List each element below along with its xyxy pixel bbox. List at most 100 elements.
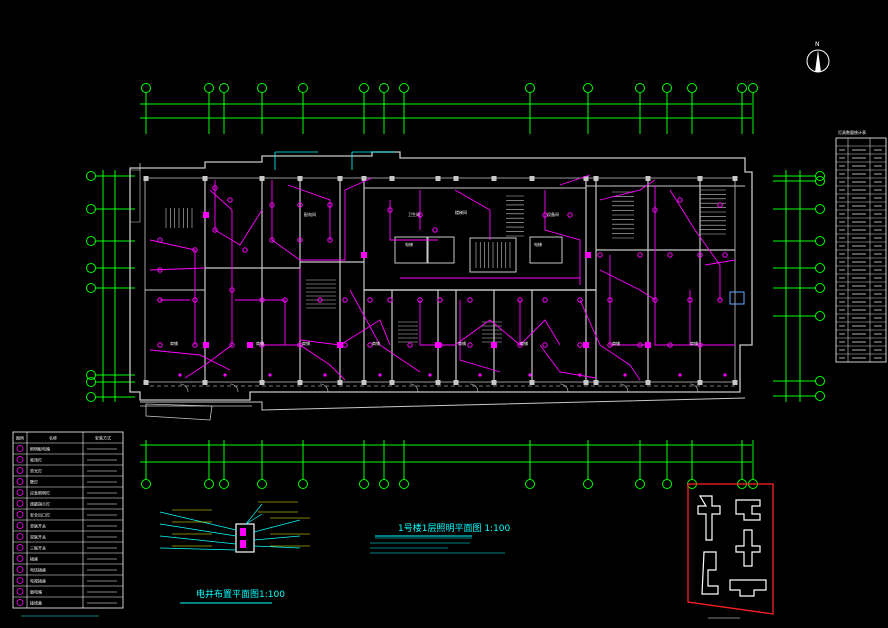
legend-symbol [16,478,24,485]
building-footprint [697,495,721,541]
legend-item-name: 应急照明灯 [30,490,50,496]
switch [623,373,627,377]
north-arrow-icon: N [806,41,830,73]
column [732,380,738,385]
light-fixture [259,297,265,303]
light-fixture [297,342,303,348]
room-label: 商铺 [170,340,178,346]
schedule-table: 灯具数量统计表 [835,129,887,363]
door-swing [179,383,189,393]
door-swing [469,383,479,393]
legend-symbol [16,533,24,540]
column [435,176,441,181]
switch [323,373,327,377]
light-fixture [317,297,323,303]
axis-bubble [525,83,535,93]
light-fixture [667,342,673,348]
building-walls [129,151,753,421]
room-label: 电梯 [534,241,542,247]
light-fixture [259,342,265,348]
axis-bubble [204,83,214,93]
room-label: 商铺 [612,340,620,346]
door-swing [689,383,699,393]
switch [723,373,727,377]
room-label: 商铺 [372,340,380,346]
legend-item-name: 弱电箱 [30,589,42,595]
light-fixture [542,342,548,348]
light-fixture [437,297,443,303]
axis-bubble [257,479,267,489]
legend-item-name: 三联开关 [30,545,46,551]
light-fixture [212,227,218,233]
room-label: 卫生间 [408,211,420,217]
room-label: 商铺 [458,340,466,346]
light-fixture [157,237,163,243]
legend-symbol [16,522,24,529]
distribution-panel [585,252,591,258]
light-fixture [269,237,275,243]
light-fixture [667,252,673,258]
legend-symbol [16,555,24,562]
axis-bubble [687,83,697,93]
legend-item-name: 电话插座 [30,567,46,573]
legend-symbol [16,467,24,474]
column [297,176,303,181]
legend-item-name: 照明配电箱 [30,446,50,452]
circuit-wire [459,300,501,373]
legend-table: 图例名称安装方式照明配电箱吸顶灯荧光灯壁灯应急照明灯疏散指示灯安全出口灯单联开关… [12,431,124,617]
light-fixture [192,342,198,348]
column [732,176,738,181]
axis-bubble [141,479,151,489]
light-fixture [637,342,643,348]
light-fixture [432,227,438,233]
legend-symbol [16,544,24,551]
door-swing [319,383,329,393]
light-fixture [192,297,198,303]
light-fixture [227,197,233,203]
room-label: 配电间 [304,211,316,217]
annotations [129,151,395,223]
legend-item-name: 单联开关 [30,523,46,529]
light-fixture [229,287,235,293]
door-swing [619,383,629,393]
column [697,176,703,181]
switch [578,373,582,377]
column [583,380,589,385]
column [593,176,599,181]
electrical-shaft-detail [159,501,505,554]
axis-bubble [525,479,535,489]
axis-bubble [399,479,409,489]
axis-bubble [86,236,96,246]
column [593,380,599,385]
light-fixture [607,342,613,348]
axis-bubble [257,83,267,93]
legend-item-name: 安全出口灯 [30,512,50,518]
room-label: 设备间 [547,211,559,217]
distribution-panel [435,342,441,348]
light-fixture [327,202,333,208]
stair-core [469,237,517,273]
column [202,176,208,181]
light-fixture [677,197,683,203]
light-fixture [387,297,393,303]
light-fixture [157,342,163,348]
legend-symbol [16,445,24,452]
distribution-panel [247,342,253,348]
switch [268,373,272,377]
light-fixture [722,252,728,258]
room-label: 电梯 [405,241,413,247]
column [389,176,395,181]
light-fixture [269,202,275,208]
axis-bubble [815,391,825,401]
equipment-box [729,291,745,305]
legend-item-name: 吸顶灯 [30,457,42,463]
light-fixture [517,297,523,303]
light-fixture [407,342,413,348]
axis-bubble [379,83,389,93]
light-fixture [637,252,643,258]
light-fixture [567,212,573,218]
axis-bubble [86,171,96,181]
column [583,176,589,181]
entry-canopy [129,169,141,223]
light-fixture [717,202,723,208]
